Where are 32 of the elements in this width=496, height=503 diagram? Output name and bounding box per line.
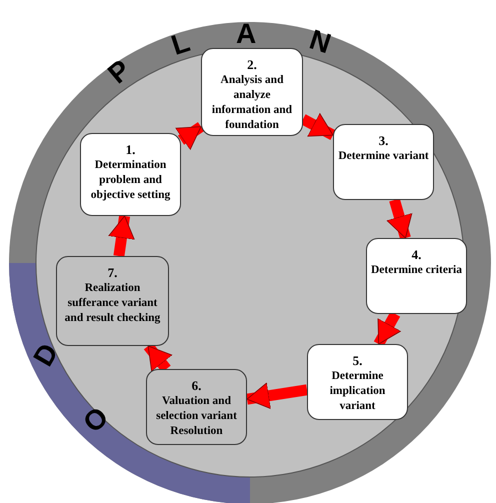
block-arrow	[386, 198, 412, 240]
step-number: 2.	[247, 57, 257, 74]
step-text: Determine criteria	[371, 263, 462, 278]
ring-letter: A	[236, 20, 256, 48]
step-text: Valuation and selection variant Resolution	[155, 394, 238, 440]
step-number: 6.	[192, 378, 202, 394]
block-arrow	[246, 382, 308, 410]
step-number: 5.	[352, 353, 362, 370]
ring-letter: N	[306, 26, 334, 58]
step-text: Analysis and analyze information and foundation	[210, 73, 294, 134]
step-box	[201, 48, 303, 136]
step-box	[80, 133, 181, 216]
step-box	[56, 256, 169, 346]
step-text: Determination problem and objective setting	[90, 158, 172, 204]
step-text: Determine variant	[338, 149, 429, 164]
block-arrow	[374, 311, 402, 347]
step-box	[333, 124, 434, 200]
ring-letter: L	[168, 28, 194, 60]
ring-letter: O	[78, 402, 114, 438]
step-box	[307, 344, 408, 420]
step-text: Realization sufferance variant and result checking	[64, 281, 162, 326]
block-arrow	[108, 215, 135, 257]
step-number: 7.	[108, 265, 118, 282]
step-box	[366, 238, 467, 314]
ring-letter: P	[103, 55, 136, 89]
block-arrow	[175, 122, 204, 150]
step-box	[146, 369, 247, 445]
step-number: 1.	[126, 142, 136, 158]
ring-letter: D	[28, 339, 64, 371]
step-text: Determine implication variant	[328, 369, 386, 414]
step-number: 3.	[378, 133, 388, 150]
step-number: 4.	[412, 247, 422, 264]
